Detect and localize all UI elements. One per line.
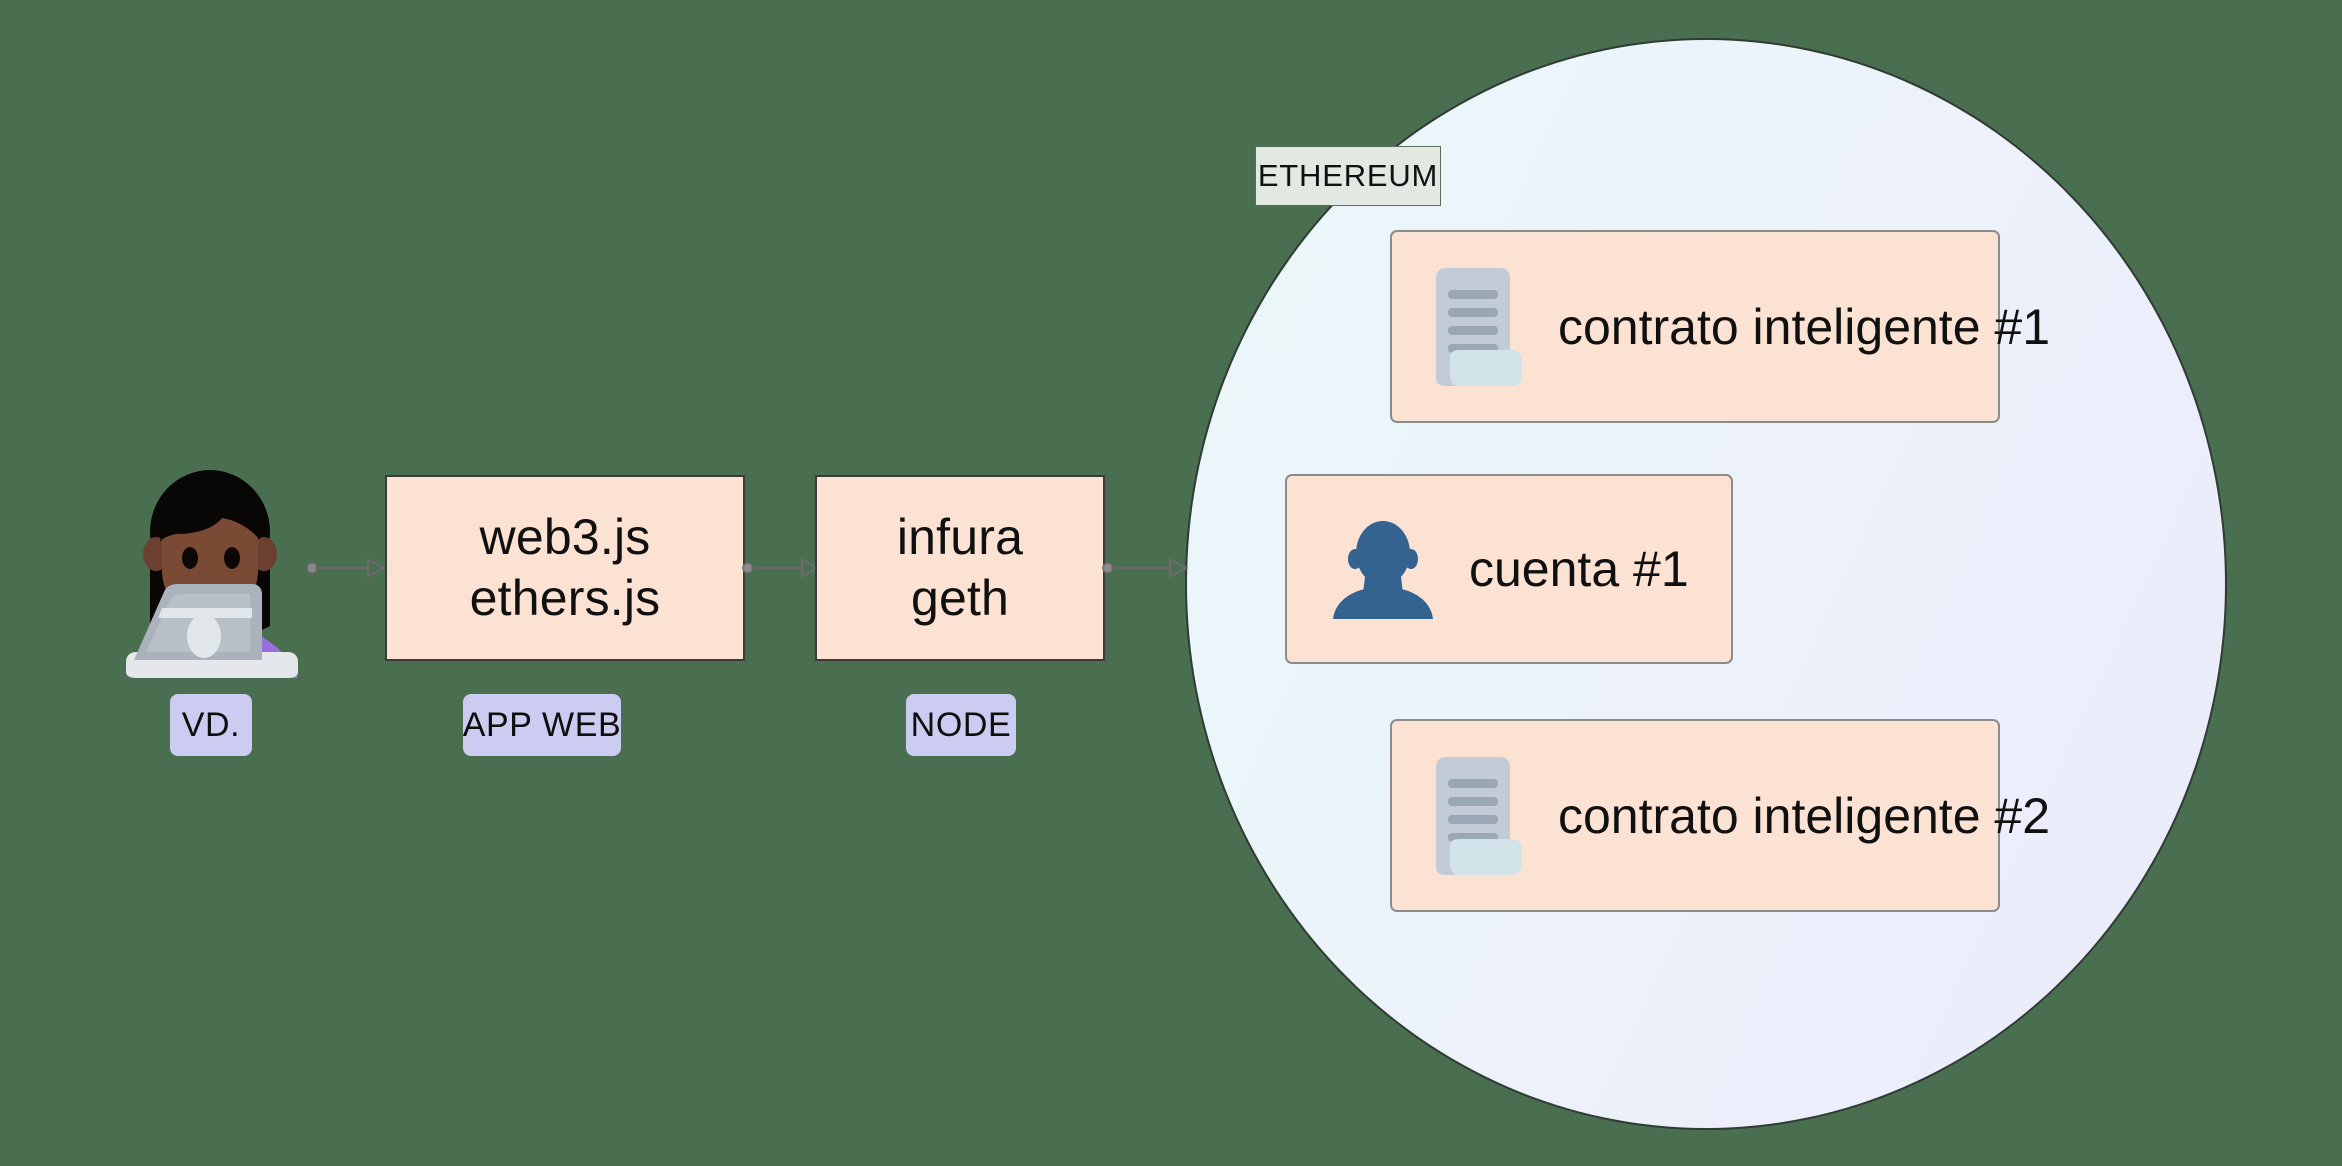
app-web-box: web3.js ethers.js: [385, 475, 745, 661]
tag-app-web: APP WEB: [463, 694, 621, 756]
card-smart-contract-1-label: contrato inteligente #1: [1558, 298, 2051, 355]
card-account-1: cuenta #1: [1285, 474, 1733, 664]
tag-vd-text: VD.: [181, 705, 241, 744]
document-icon: [1428, 755, 1524, 877]
node-line-2: geth: [910, 570, 1010, 626]
ethereum-label-text: ETHEREUM: [1257, 158, 1439, 193]
card-smart-contract-2-label: contrato inteligente #2: [1558, 787, 2051, 844]
ethereum-label: ETHEREUM: [1255, 146, 1441, 206]
person-icon: [1331, 517, 1435, 621]
app-line-2: ethers.js: [469, 570, 661, 626]
arrow-app-to-node: [742, 555, 821, 581]
arrow-user-to-app: [306, 555, 387, 581]
node-box: infura geth: [815, 475, 1105, 661]
tag-app-web-text: APP WEB: [462, 705, 622, 744]
app-line-1: web3.js: [479, 509, 651, 565]
card-smart-contract-1: contrato inteligente #1: [1390, 230, 2050, 423]
developer-avatar: [112, 466, 308, 678]
tag-vd: VD.: [170, 694, 252, 756]
card-account-1-label: cuenta #1: [1469, 541, 1689, 597]
arrow-node-to-blockchain: [1102, 555, 1189, 581]
document-icon: [1428, 266, 1524, 388]
tag-node: NODE: [906, 694, 1016, 756]
card-smart-contract-2: contrato inteligente #2: [1390, 719, 2050, 912]
node-line-1: infura: [896, 509, 1024, 565]
tag-node-text: NODE: [910, 705, 1012, 744]
